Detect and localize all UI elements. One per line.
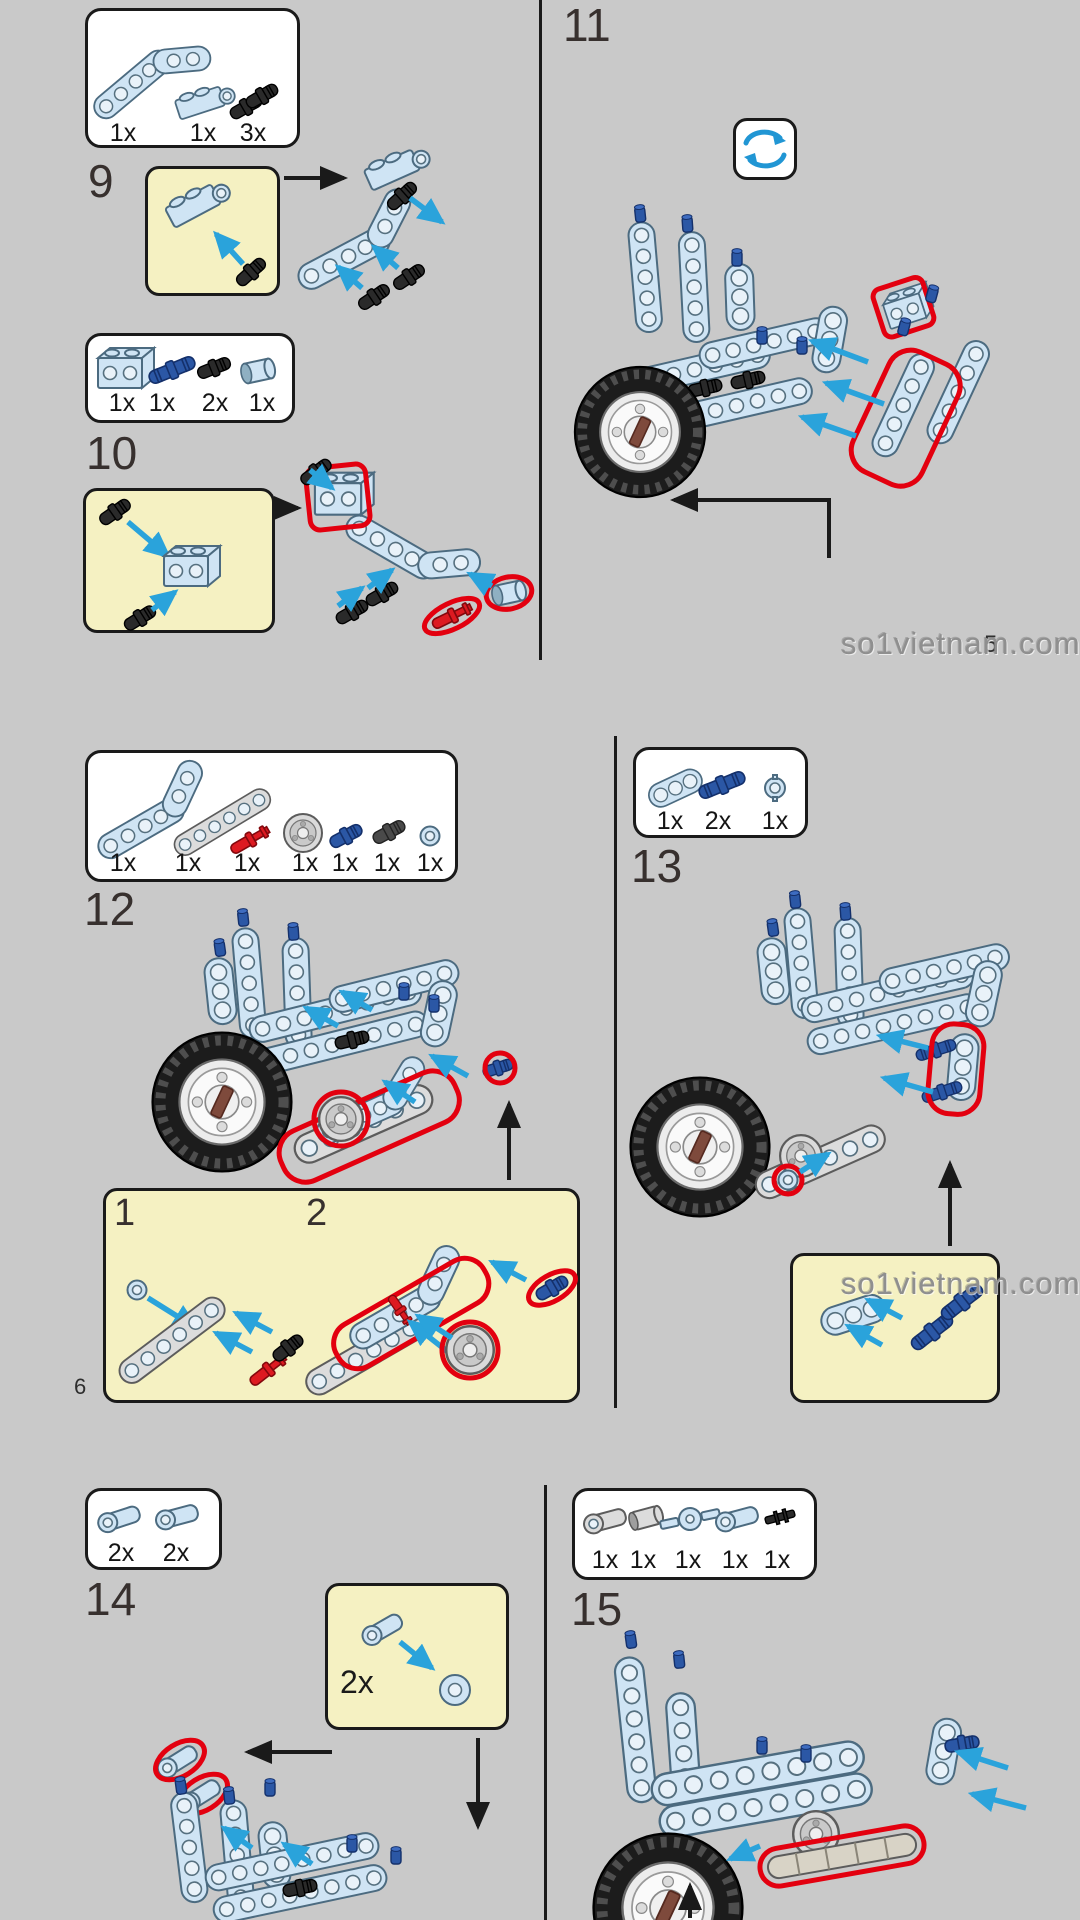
step9-part-qty: 1x [109,119,137,147]
step12-assembly-diagram [153,907,521,1185]
step12-substep2-label: 2 [306,1192,328,1234]
step12-part-qty: 1x [233,849,261,877]
step11-assembly-diagram [575,203,995,558]
step14-number: 14 [85,1573,137,1625]
step10-assembly-diagram [296,454,535,637]
wheel [631,1078,770,1217]
step9-part-qty: 1x [189,119,217,147]
step15-part-qty: 1x [591,1546,619,1574]
step14-callout-qty: 2x [340,1664,374,1700]
step12-part-qty: 1x [174,849,202,877]
watermark: so1vietnam.com [841,626,1080,661]
step11-number: 11 [563,0,611,51]
step12-substeps-box [103,1188,580,1403]
step13-assembly-diagram [631,889,1013,1246]
step9-part-qty: 3x [239,119,267,147]
step12-part-qty: 1x [373,849,401,877]
step12-substep1-label: 1 [114,1192,136,1234]
step13-part-qty: 1x [761,807,789,835]
step9-callout-box [145,166,280,296]
step10-part-qty: 1x [248,389,276,417]
page-number-5: 5 [984,631,998,658]
step15-part-qty: 1x [629,1546,657,1574]
step10-part-qty: 2x [201,389,229,417]
step10-part-qty: 1x [148,389,176,417]
step13-number: 13 [631,840,683,892]
step13-part-qty: 1x [656,807,684,835]
page-divider-top [539,0,542,660]
page-divider-middle [614,736,617,1408]
step12-part-qty: 1x [416,849,444,877]
step12-parts-box [85,750,458,882]
step10-part-qty: 1x [108,389,136,417]
step12-number: 12 [84,883,136,935]
wheel [153,1033,292,1172]
step12-part-qty: 1x [291,849,319,877]
step14-callout-box [325,1583,509,1730]
wheel [594,1834,743,1920]
step15-part-qty: 1x [674,1546,702,1574]
page-number-6: 6 [74,1374,87,1399]
step14-part-qty: 2x [162,1539,190,1567]
step14-part-qty: 2x [107,1539,135,1567]
step9-assembly-diagram [278,139,446,315]
step13-part-qty: 2x [704,807,732,835]
step15-part-qty: 1x [763,1546,791,1574]
step12-part-qty: 1x [331,849,359,877]
rotate-model-icon [733,118,797,180]
step10-callout-box [83,488,275,633]
step14-assembly-diagram [153,1737,490,1920]
step12-part-qty: 1x [109,849,137,877]
page-divider-bottom [544,1485,547,1920]
step15-assembly-diagram [594,1629,1027,1920]
step10-number: 10 [86,427,138,479]
step11-attach-arrow [670,488,831,558]
step14-parts-box [85,1488,222,1570]
rotate-arrows-icon [743,129,787,169]
step15-part-qty: 1x [721,1546,749,1574]
wheel [575,367,705,497]
step9-number: 9 [88,155,114,207]
watermark: so1vietnam.com [841,1266,1080,1301]
step15-number: 15 [571,1583,623,1635]
